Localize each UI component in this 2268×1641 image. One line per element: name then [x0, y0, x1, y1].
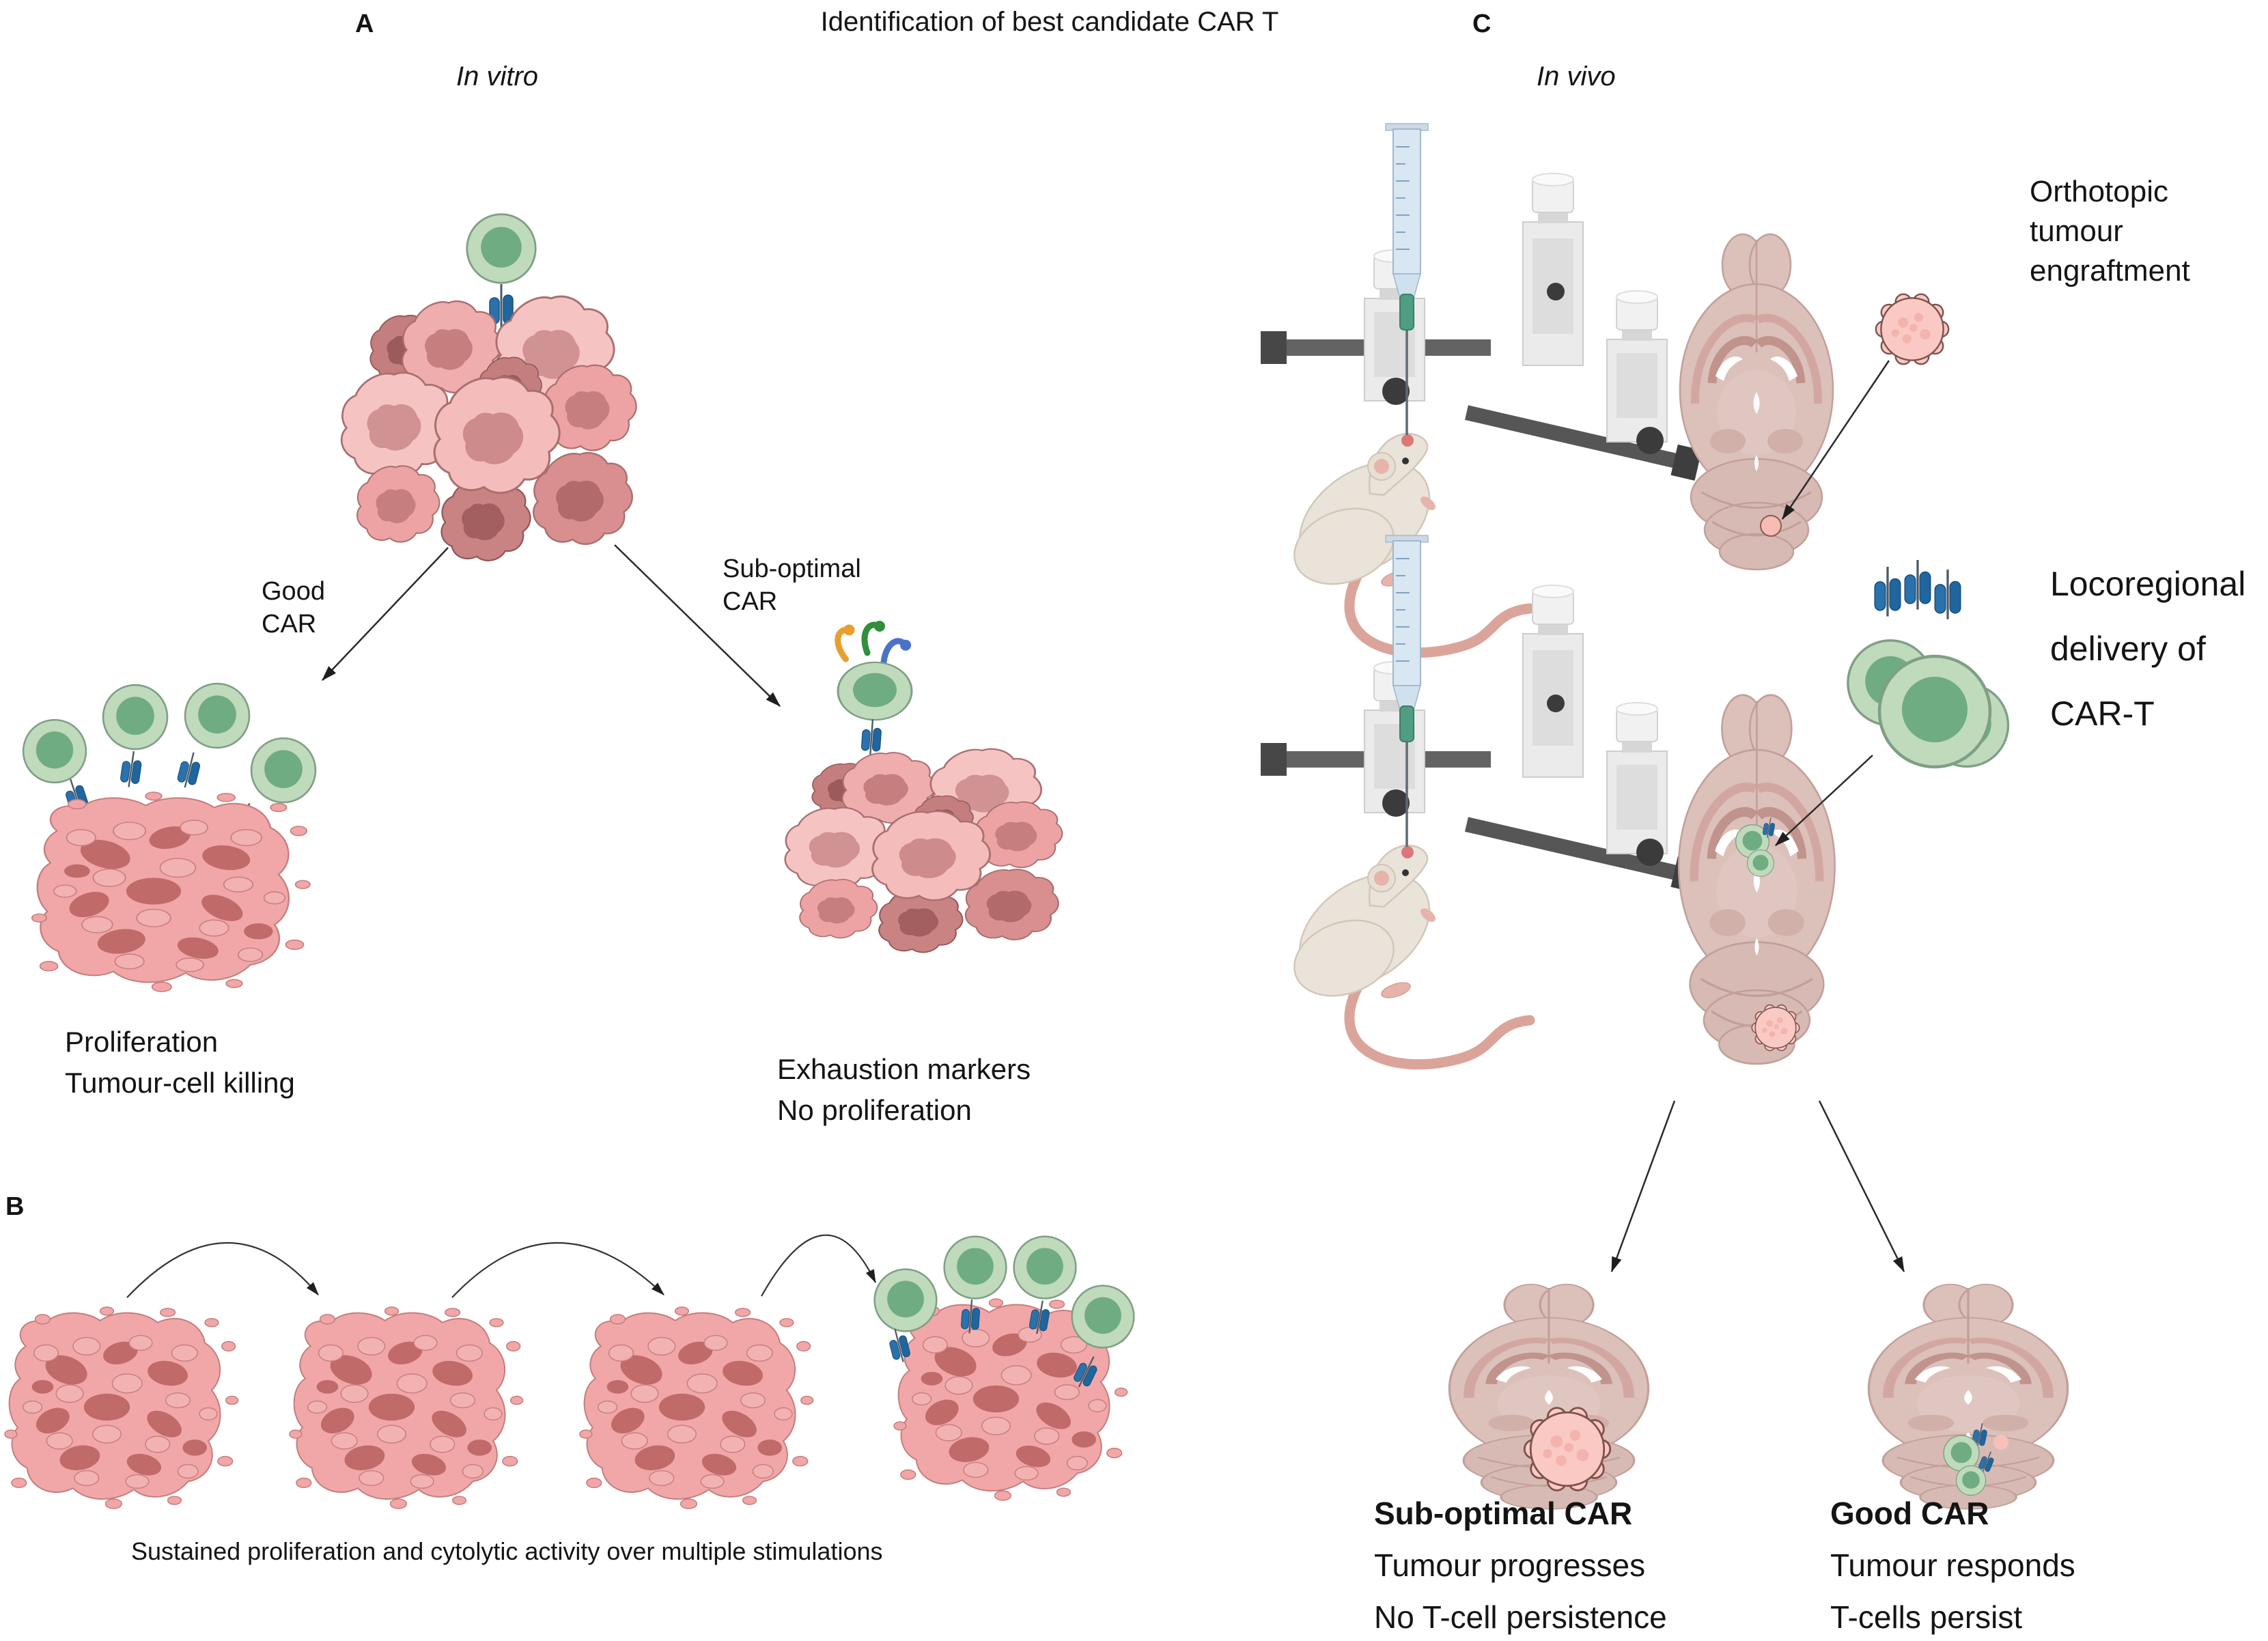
outcome-arrow-right	[1818, 1100, 1905, 1273]
suboptimal-outcome-title: Sub-optimal CAR	[1374, 1496, 1633, 1531]
lysed-tumour-mass-icon	[31, 791, 311, 993]
tumour-sphere-icon	[1875, 293, 1950, 365]
suboptimal-car-branch-label: Sub-optimal CAR	[723, 555, 861, 616]
panel-c-label: C	[1472, 10, 1492, 38]
engraftment-arrow	[1781, 360, 1890, 520]
exhausted-car-t-cell-icon	[833, 621, 913, 757]
restimulation-arc-3	[761, 1234, 876, 1297]
suboptimal-car-arrow	[614, 544, 781, 707]
good-outcome-line1: Tumour responds	[1830, 1547, 2075, 1583]
figure-title: Identification of best candidate CAR T	[820, 7, 1279, 37]
implanted-tumour-site-icon	[1760, 515, 1782, 537]
panel-b-caption: Sustained proliferation and cytolytic ac…	[131, 1537, 883, 1565]
stimulation-tumour-3-icon	[579, 1306, 814, 1509]
brain-tumour-small-icon	[1751, 1004, 1800, 1052]
good-car-arrow	[322, 547, 449, 681]
persisting-t-cells-in-brain-icon	[1943, 1421, 2008, 1496]
in-vivo-label: In vivo	[1537, 61, 1616, 92]
progressing-tumour-icon	[1523, 1407, 1612, 1491]
restimulation-arc-2	[451, 1242, 664, 1298]
good-outcome-title: Good CAR	[1830, 1496, 1989, 1531]
brain-section-engraftment-icon	[1680, 234, 1833, 570]
stereotaxic-injection-mouse-icon	[1261, 124, 1702, 653]
stimulation-tumour-1-icon	[4, 1306, 239, 1509]
persisting-tumour-cluster-icon	[785, 749, 1063, 953]
restimulation-arc-1	[126, 1242, 319, 1298]
suboptimal-outcome-line1: Tumour progresses	[1374, 1547, 1646, 1583]
stereotaxic-delivery-mouse-icon	[1261, 535, 1702, 1065]
panel-b-label: B	[5, 1192, 25, 1221]
orthotopic-engraftment-label: Orthotopic tumour engraftment	[2030, 175, 2190, 288]
outcome-arrow-left	[1610, 1100, 1676, 1273]
delivery-arrow	[1775, 755, 1873, 846]
locoregional-delivery-label: Locoregional delivery of CAR-T	[2050, 565, 2246, 733]
stimulation-tumour-2-icon	[289, 1306, 524, 1509]
brain-section-delivery-icon	[1679, 695, 1834, 1064]
panel-a-label: A	[355, 10, 374, 38]
car-t-cluster-icon	[1847, 559, 2010, 767]
good-outcome-line2: T-cells persist	[1830, 1599, 2023, 1635]
good-car-branch-label: Good CAR	[262, 577, 325, 639]
in-vitro-label: In vitro	[456, 61, 539, 92]
suboptimal-car-outcome-text: Exhaustion markers No proliferation	[777, 1053, 1031, 1126]
good-car-outcome-text: Proliferation Tumour-cell killing	[65, 1026, 295, 1099]
tumour-cluster-icon	[341, 296, 636, 561]
suboptimal-outcome-line2: No T-cell persistence	[1374, 1599, 1667, 1635]
